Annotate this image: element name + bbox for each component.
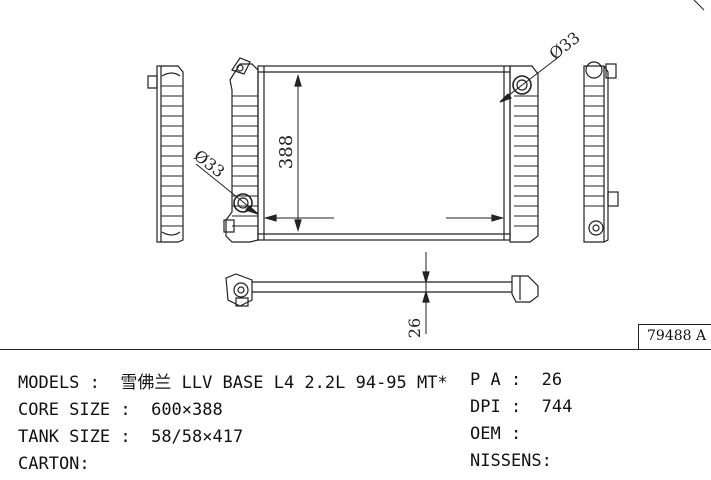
spec-core-size: CORE SIZE : 600×388 [18,400,223,420]
spec-nissens: NISSENS: [470,451,552,471]
section-divider [0,349,711,350]
part-number: 79488 A [647,328,707,344]
bottom-dimension-label: 26 [405,318,424,338]
corner-mark [693,0,705,11]
spec-value: 600×388 [151,400,223,420]
spec-value: 744 [541,397,573,417]
spec-dpi: DPI : 744 [470,397,573,417]
spec-label: MODELS [18,373,80,393]
spec-label: CARTON: [18,454,90,474]
bottom-tank-view [225,252,539,334]
radiator-front-view [195,55,561,243]
spec-carton: CARTON: [18,454,90,474]
right-side-tank-view [583,61,619,243]
spec-value: 58/58×417 [151,427,244,447]
spec-models: MODELS : 雪佛兰 LLV BASE L4 2.2L 94-95 MT* [18,373,448,393]
radiator-technical-drawing: 388 Ø33 Ø33 26 [147,0,705,338]
right-diameter-label: Ø33 [546,28,584,64]
spec-pa: P A : 26 [470,370,563,390]
left-side-tank-view [147,65,184,243]
spec-value: 雪佛兰 LLV BASE L4 2.2L 94-95 MT* [120,373,448,393]
spec-label: DPI [470,397,501,417]
spec-value: 26 [541,370,563,390]
left-diameter-label: Ø33 [190,146,228,182]
spec-tank-size: TANK SIZE : 58/58×417 [18,427,244,447]
spec-label: CORE SIZE [18,400,111,420]
spec-label: TANK SIZE [18,427,111,447]
spec-label: NISSENS: [470,451,552,471]
spec-label: OEM [470,424,501,444]
spec-oem: OEM : [470,424,522,444]
spec-label: P A [470,370,501,390]
height-dimension-label: 388 [276,135,297,169]
part-number-box: 79488 A [638,324,711,350]
